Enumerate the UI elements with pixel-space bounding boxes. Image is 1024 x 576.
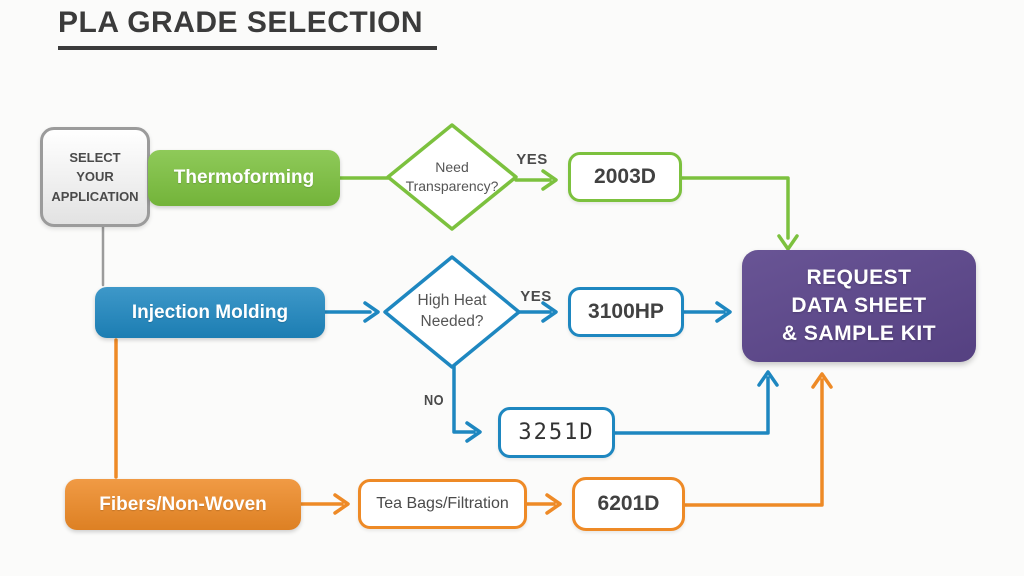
title-underline bbox=[58, 46, 437, 50]
arrow-2003d-to-request bbox=[680, 176, 799, 251]
node-grade-2003d: 2003D bbox=[568, 152, 682, 202]
arrow-6201d-to-request bbox=[683, 372, 833, 507]
arrow-teabags-to-6201d bbox=[525, 493, 562, 515]
arrow-3100hp-to-request bbox=[682, 301, 732, 323]
high-heat-line-1: High Heat bbox=[417, 292, 487, 310]
edge-label-yes-transparency: YES bbox=[516, 151, 548, 168]
high-heat-line-2: Needed? bbox=[420, 313, 484, 330]
arrow-highheat-yes-to-3100hp bbox=[517, 301, 558, 323]
edge-label-yes-high-heat: YES bbox=[520, 288, 552, 305]
arrow-3251d-to-request bbox=[613, 370, 779, 435]
arrow-highheat-no-to-3251d bbox=[452, 364, 482, 443]
node-injection-molding: Injection Molding bbox=[95, 287, 325, 338]
request-line-3: & SAMPLE KIT bbox=[781, 322, 937, 345]
arrow-fibers-to-teabags bbox=[299, 493, 350, 515]
need-transparency-line-2: Transparency? bbox=[405, 178, 499, 194]
node-grade-6201d: 6201D bbox=[572, 477, 685, 531]
node-select-your-application: SELECT YOUR APPLICATION bbox=[40, 127, 150, 227]
arrow-injection-to-highheat bbox=[323, 301, 380, 323]
request-line-1: REQUEST bbox=[806, 266, 912, 289]
need-transparency-line-1: Need bbox=[435, 159, 469, 176]
arrow-transparency-yes-to-2003d bbox=[514, 169, 558, 191]
node-fibers-non-woven: Fibers/Non-Woven bbox=[65, 479, 301, 530]
page-title: PLA GRADE SELECTION bbox=[58, 6, 424, 39]
start-line-2: YOUR bbox=[76, 169, 114, 185]
node-request-data-sheet: REQUEST DATA SHEET & SAMPLE KIT bbox=[742, 250, 976, 362]
node-thermoforming: Thermoforming bbox=[148, 150, 340, 206]
decision-high-heat-label: High Heat Needed? bbox=[392, 285, 512, 339]
request-line-2: DATA SHEET bbox=[791, 294, 927, 317]
start-line-1: SELECT bbox=[69, 149, 121, 165]
node-grade-3251d: 3251D bbox=[498, 407, 615, 458]
start-line-3: APPLICATION bbox=[51, 188, 139, 204]
edge-label-no-high-heat: NO bbox=[424, 392, 444, 409]
node-grade-3100hp: 3100HP bbox=[568, 287, 684, 337]
decision-need-transparency-label: Need Transparency? bbox=[390, 150, 514, 204]
node-tea-bags-filtration: Tea Bags/Filtration bbox=[358, 479, 527, 529]
